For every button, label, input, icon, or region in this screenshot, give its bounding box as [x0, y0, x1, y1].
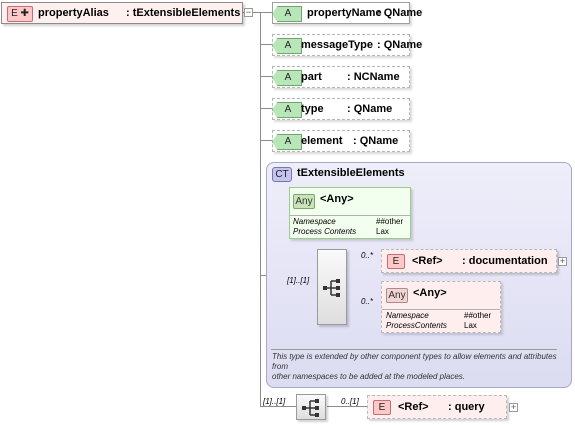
attribute-type: : QName — [353, 135, 399, 147]
root-element-name: propertyAlias — [38, 7, 109, 19]
sequence-icon — [323, 279, 340, 297]
complex-type-badge: CT — [272, 167, 292, 182]
query-ref: <Ref> — [398, 401, 429, 413]
complex-type-name: tExtensibleElements — [297, 167, 405, 179]
attribute-type[interactable]: A type : QName — [272, 98, 410, 120]
bottom-sequence-compositor[interactable] — [296, 394, 326, 420]
documentation-ref: <Ref> — [412, 255, 443, 267]
any-process-contents-label: Process Contents — [293, 227, 357, 236]
documentation-multiplicity: 0..* — [361, 251, 374, 260]
query-name: : query — [448, 401, 485, 413]
attribute-type: : QName — [347, 103, 393, 115]
bottom-sequence-multiplicity: [1]..[1] — [263, 397, 286, 406]
query-multiplicity: 0..[1] — [341, 397, 359, 406]
any2-element-box[interactable]: Any <Any> Namespace ##other ProcessConte… — [381, 281, 501, 333]
any-namespace-label: Namespace — [293, 217, 336, 226]
element-badge: E ✚ — [7, 6, 33, 22]
any-title: <Any> — [320, 193, 354, 205]
any2-process-contents-value: Lax — [464, 321, 477, 330]
expand-icon[interactable]: + — [558, 256, 567, 266]
attribute-name: type — [301, 103, 324, 115]
expand-icon[interactable]: + — [509, 402, 518, 412]
attribute-badge: A — [272, 6, 302, 22]
attribute-type: : QName — [377, 39, 423, 51]
attribute-badge: A — [272, 70, 302, 86]
attribute-name: propertyName — [307, 7, 382, 19]
sequence-icon — [302, 399, 319, 417]
attribute-name: element — [301, 135, 343, 147]
query-element-box[interactable]: E <Ref> : query — [367, 395, 507, 419]
element-badge: E — [373, 400, 391, 415]
attribute-name: messageType — [301, 39, 373, 51]
attribute-message-type[interactable]: A messageType : QName — [272, 34, 422, 56]
documentation-element-box[interactable]: E <Ref> : documentation — [381, 249, 557, 273]
element-badge: E — [387, 254, 405, 269]
any-element-box[interactable]: Any <Any> Namespace ##other Process Cont… — [289, 187, 411, 239]
attribute-property-name[interactable]: A propertyName : QName — [272, 2, 422, 24]
root-element-type: : tExtensibleElements — [126, 7, 241, 19]
any-badge: Any — [293, 194, 315, 209]
plus-icon: ✚ — [17, 8, 29, 19]
root-element-box[interactable]: E ✚ propertyAlias : tExtensibleElements — [1, 2, 243, 24]
any2-badge: Any — [386, 288, 408, 303]
any2-namespace-label: Namespace — [386, 311, 429, 320]
any-namespace-value: ##other — [376, 217, 404, 226]
attribute-type: : QName — [377, 7, 423, 19]
collapse-icon[interactable]: − — [244, 7, 253, 17]
any2-namespace-value: ##other — [464, 311, 492, 320]
any-process-contents-value: Lax — [376, 227, 389, 236]
sequence-multiplicity: [1]..[1] — [287, 276, 310, 285]
any2-multiplicity: 0..* — [361, 297, 374, 306]
any2-process-contents-label: ProcessContents — [386, 321, 447, 330]
attribute-badge: A — [272, 38, 302, 54]
any2-title: <Any> — [413, 287, 447, 299]
attribute-name: part — [301, 71, 322, 83]
attribute-element[interactable]: A element : QName — [272, 130, 410, 152]
sequence-compositor[interactable] — [317, 249, 347, 325]
attribute-badge: A — [272, 102, 302, 118]
attribute-badge: A — [272, 134, 302, 150]
complex-type-panel: CT tExtensibleElements Any <Any> Namespa… — [266, 162, 572, 388]
attribute-type: : NCName — [347, 71, 400, 83]
documentation-name: : documentation — [462, 255, 548, 267]
complex-type-note: This type is extended by other component… — [272, 352, 557, 381]
attribute-part[interactable]: A part : NCName — [272, 66, 410, 88]
